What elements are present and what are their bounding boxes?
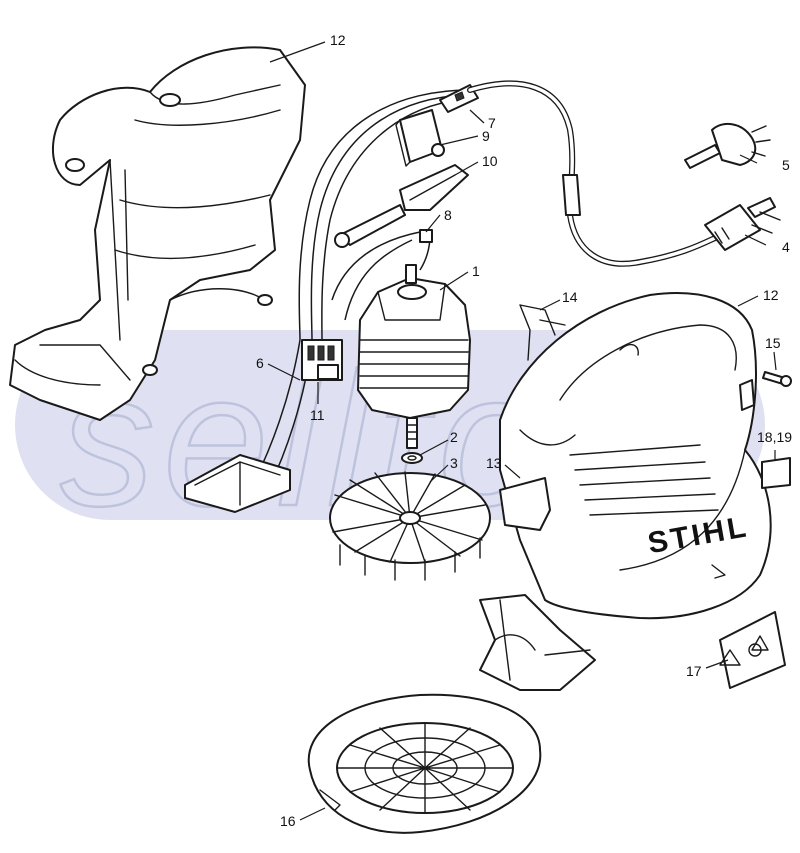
intake-grille (307, 693, 542, 834)
left-housing-half (9, 46, 306, 421)
callout-7: 7 (488, 115, 496, 131)
cable-holder (184, 454, 291, 513)
callout-5: 5 (782, 157, 790, 173)
ground-connector (419, 229, 433, 243)
callout-12-left: 12 (330, 32, 346, 48)
housing-screw (762, 371, 792, 387)
callout-14: 14 (562, 289, 578, 305)
rating-label (761, 457, 791, 489)
warning-label (719, 611, 786, 689)
fan-impeller (329, 471, 491, 581)
callout-labels: 12 7 9 10 8 1 5 4 14 12 15 6 11 2 3 13 1… (256, 32, 792, 829)
power-cord (467, 80, 718, 267)
right-housing-half: STIHL (499, 292, 772, 620)
power-plug-flat-pins (684, 122, 771, 169)
callout-13: 13 (486, 455, 502, 471)
washer (401, 452, 423, 464)
callout-15: 15 (765, 335, 781, 351)
callout-17: 17 (686, 663, 702, 679)
callout-6: 6 (256, 355, 264, 371)
callout-4: 4 (782, 239, 790, 255)
callout-leaders (267, 41, 777, 821)
switch-trigger-lever (334, 164, 469, 248)
callout-3: 3 (450, 455, 458, 471)
callout-18-19: 18,19 (757, 429, 792, 445)
callout-16: 16 (280, 813, 296, 829)
power-switch (395, 109, 445, 167)
terminal-block (301, 339, 343, 381)
callout-12-right: 12 (763, 287, 779, 303)
air-deflector (499, 477, 551, 531)
power-plug-round-pins (704, 197, 781, 251)
callout-9: 9 (482, 128, 490, 144)
callout-11: 11 (310, 407, 325, 423)
callout-2: 2 (450, 429, 458, 445)
callout-1: 1 (472, 263, 480, 279)
blower-nozzle (479, 594, 596, 691)
electric-motor (357, 264, 471, 449)
callout-8: 8 (444, 207, 452, 223)
spring-clip (519, 304, 566, 361)
callout-10: 10 (482, 153, 498, 169)
